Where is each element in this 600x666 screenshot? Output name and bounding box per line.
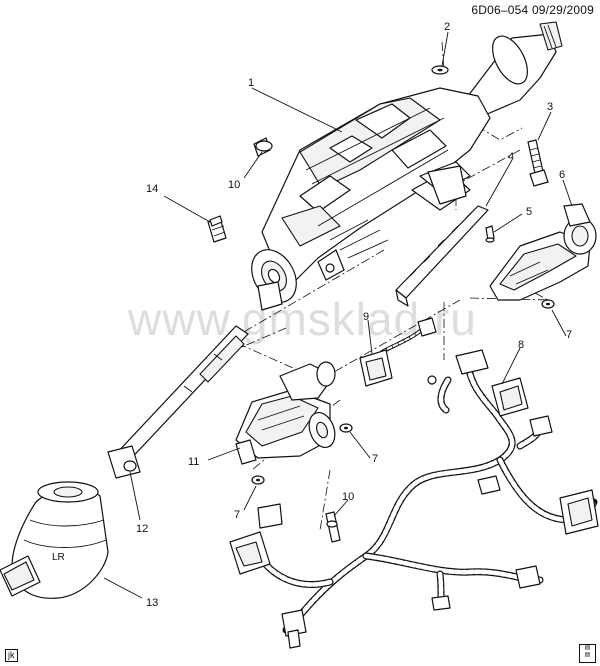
callout-7-middle: 7	[372, 453, 378, 465]
nut-7-lower	[251, 475, 265, 485]
steering-column	[251, 21, 563, 311]
callout-1: 1	[248, 77, 254, 89]
gm-logo-icon: ▤▤	[579, 644, 596, 663]
callout-4: 4	[508, 151, 514, 163]
tilt-motor-11	[235, 361, 336, 465]
callout-11: 11	[188, 456, 199, 468]
watermark: www.gmsklad.ru	[128, 293, 477, 345]
callout-10-lower: 10	[342, 491, 354, 503]
callout-7-lower: 7	[234, 509, 240, 521]
callout-9: 9	[363, 311, 369, 323]
callout-13: 13	[146, 597, 158, 609]
ignition-switch-6	[489, 203, 597, 301]
callout-10-upper: 10	[228, 179, 240, 191]
connector-9	[359, 317, 437, 387]
intermediate-shaft-12	[107, 325, 249, 479]
wiring-harness-8	[229, 349, 599, 649]
nut-7-middle	[339, 423, 353, 433]
callout-3: 3	[547, 101, 553, 113]
nut-7-right	[541, 299, 555, 309]
callout-6: 6	[559, 169, 565, 181]
callout-14: 14	[146, 183, 158, 195]
callout-12: 12	[136, 523, 148, 535]
leader-lines	[103, 31, 573, 599]
callout-7-right: 7	[566, 329, 572, 341]
screw-5	[485, 225, 495, 243]
bolt-14	[207, 215, 227, 243]
bracket-4	[395, 205, 489, 307]
clip-10-upper	[253, 137, 273, 157]
callout-5: 5	[526, 206, 532, 218]
corner-tag: jk	[5, 649, 18, 662]
callouts: 1 2 3 4 5 6 7 7 7 8 9 10 10 11 12 13 14	[136, 21, 572, 609]
boot-label: LR	[52, 552, 65, 563]
diagram-code: 6D06–054 09/29/2009	[471, 3, 594, 17]
boot-seal-13: LR	[0, 481, 109, 599]
washer-2	[431, 65, 449, 75]
callout-2: 2	[444, 21, 450, 33]
callout-8: 8	[518, 339, 524, 351]
bolt-3	[527, 139, 549, 187]
clip-10-lower	[325, 511, 341, 543]
